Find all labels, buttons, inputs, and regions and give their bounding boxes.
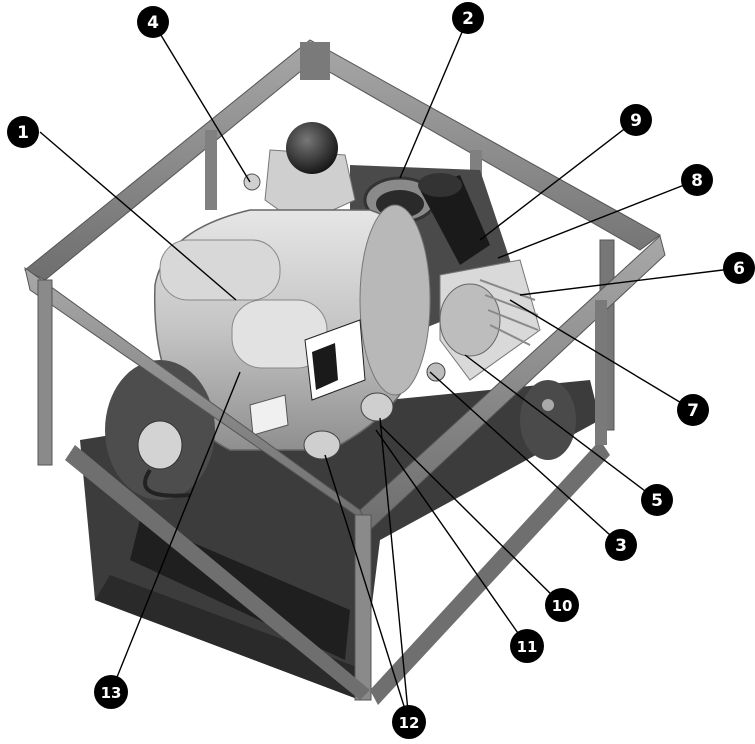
callout-7: 7	[677, 394, 709, 426]
leader-lines	[39, 17, 740, 723]
callout-11-label: 11	[517, 638, 538, 656]
callout-13: 13	[94, 675, 128, 709]
leader-line-13	[110, 371, 241, 693]
mounting-feet	[303, 362, 446, 460]
leader-line-12a	[324, 454, 410, 723]
leader-line-8	[497, 179, 698, 259]
callout-12: 12	[392, 705, 426, 739]
electric-motor	[153, 204, 431, 451]
callout-9: 9	[620, 104, 652, 136]
callout-5-label: 5	[651, 491, 663, 511]
callout-3: 3	[605, 529, 637, 561]
callout-12-label: 12	[399, 714, 420, 732]
fan-end	[105, 360, 215, 500]
top-casting	[243, 122, 356, 226]
leader-line-6	[519, 267, 740, 296]
leader-line-7	[509, 299, 694, 411]
callout-7-label: 7	[687, 401, 699, 421]
assembly-photo	[24, 39, 666, 705]
finned-head	[439, 259, 541, 381]
leader-line-12b	[379, 417, 410, 723]
callout-11: 11	[510, 629, 544, 663]
callout-1-label: 1	[17, 123, 29, 143]
leader-line-1	[39, 131, 237, 301]
callout-8-label: 8	[691, 171, 703, 191]
callout-6: 6	[723, 252, 755, 284]
leader-line-4	[152, 21, 251, 183]
callout-8: 8	[681, 164, 713, 196]
filter-canister	[418, 173, 490, 265]
leader-line-11	[375, 429, 528, 647]
callout-1: 1	[7, 116, 39, 148]
callout-6-label: 6	[733, 259, 745, 279]
callout-13-label: 13	[101, 684, 122, 702]
leader-line-9	[479, 119, 637, 241]
callout-2: 2	[452, 2, 484, 34]
side-bracket	[520, 380, 576, 460]
callout-4-label: 4	[147, 13, 159, 33]
callout-4: 4	[137, 6, 169, 38]
callout-10: 10	[545, 588, 579, 622]
leader-line-10	[379, 424, 563, 606]
callout-10-label: 10	[552, 597, 573, 615]
leader-line-5	[464, 354, 658, 501]
callout-3-label: 3	[615, 536, 627, 556]
leader-line-3	[429, 371, 622, 546]
callouts: 1 2 3 4 5 6 7 8	[7, 2, 755, 739]
callout-9-label: 9	[630, 111, 642, 131]
callout-5: 5	[641, 484, 673, 516]
frame-front	[24, 235, 666, 705]
leader-line-2	[399, 17, 469, 179]
callout-2-label: 2	[462, 9, 474, 29]
